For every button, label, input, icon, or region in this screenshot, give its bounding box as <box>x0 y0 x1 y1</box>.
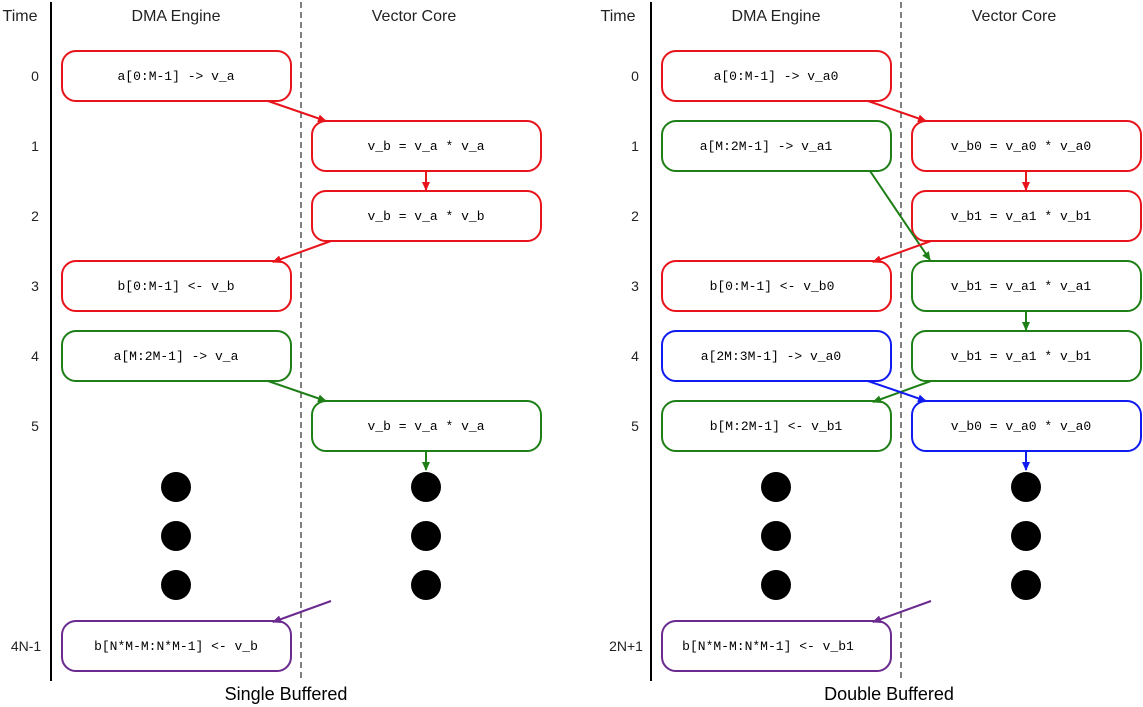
vector-core-header: Vector Core <box>972 8 1057 25</box>
svg-text:v_b1 = v_a1 * v_a1: v_b1 = v_a1 * v_a1 <box>951 279 1092 294</box>
panel-caption: Double Buffered <box>824 684 954 704</box>
svg-text:v_b = v_a * v_b: v_b = v_a * v_b <box>367 209 484 224</box>
time-header: Time <box>601 8 636 25</box>
time-label-3: 3 <box>631 278 639 294</box>
arrow-load-to-compute <box>267 100 327 123</box>
time-label-0: 0 <box>31 68 39 84</box>
arrow-compute-to-store <box>272 240 332 264</box>
svg-text:b[N*M-M:N*M-1] <- v_b: b[N*M-M:N*M-1] <- v_b <box>94 639 258 654</box>
svg-text:a[M:2M-1] -> v_a: a[M:2M-1] -> v_a <box>114 349 239 364</box>
op-box-compute-3: v_b1 = v_a1 * v_a1 <box>911 260 1142 312</box>
op-box-load-a1: a[M:2M-1] -> v_a <box>61 330 292 382</box>
op-box-compute-2: v_b1 = v_a1 * v_b1 <box>911 190 1142 242</box>
time-label-1: 1 <box>31 138 39 154</box>
op-box-load-a0: a[0:M-1] -> v_a <box>61 50 292 102</box>
single-buffered-panel: Time DMA Engine Vector Core 0 1 2 3 4 5 … <box>3 2 542 704</box>
op-box-store-last: b[N*M-M:N*M-1] <- v_b1 <box>661 620 892 672</box>
time-label-5: 5 <box>31 418 39 434</box>
arrow-load2-to-compute <box>267 380 327 403</box>
time-label-1: 1 <box>631 138 639 154</box>
dma-engine-header: DMA Engine <box>732 8 821 25</box>
svg-text:b[0:M-1] <- v_b0: b[0:M-1] <- v_b0 <box>710 279 835 294</box>
op-box-store-b0: b[0:M-1] <- v_b <box>61 260 292 312</box>
vector-core-header: Vector Core <box>372 8 457 25</box>
op-box-store-last: b[N*M-M:N*M-1] <- v_b <box>61 620 292 672</box>
time-label-0: 0 <box>631 68 639 84</box>
svg-text:v_b0 = v_a0 * v_a0: v_b0 = v_a0 * v_a0 <box>951 419 1091 434</box>
svg-text:b[M:2M-1] <- v_b1: b[M:2M-1] <- v_b1 <box>710 419 843 434</box>
svg-text:b[0:M-1] <- v_b: b[0:M-1] <- v_b <box>117 279 234 294</box>
time-label-4: 4 <box>631 348 639 364</box>
time-label-5: 5 <box>631 418 639 434</box>
time-label-2: 2 <box>631 208 639 224</box>
svg-text:b[N*M-M:N*M-1] <- v_b1: b[N*M-M:N*M-1] <- v_b1 <box>682 639 854 654</box>
ellipsis-dots <box>161 472 441 600</box>
time-label-last: 2N+1 <box>609 638 643 654</box>
svg-text:a[0:M-1] -> v_a: a[0:M-1] -> v_a <box>117 69 234 84</box>
time-label-4: 4 <box>31 348 39 364</box>
svg-text:a[0:M-1] -> v_a0: a[0:M-1] -> v_a0 <box>714 69 839 84</box>
op-box-compute-1: v_b = v_a * v_a <box>311 120 542 172</box>
op-box-compute-2: v_b = v_a * v_b <box>311 190 542 242</box>
op-box-compute-3: v_b = v_a * v_a <box>311 400 542 452</box>
op-box-store-b1: b[M:2M-1] <- v_b1 <box>661 400 892 452</box>
arrow-compute-to-store-b1 <box>872 380 932 404</box>
op-box-compute-1: v_b0 = v_a0 * v_a0 <box>911 120 1142 172</box>
op-box-load-a2: a[2M:3M-1] -> v_a0 <box>661 330 892 382</box>
time-header: Time <box>3 8 38 25</box>
double-buffered-panel: Time DMA Engine Vector Core 0 1 2 3 4 5 … <box>601 2 1142 704</box>
svg-text:v_b0 = v_a0 * v_a0: v_b0 = v_a0 * v_a0 <box>951 139 1091 154</box>
time-label-2: 2 <box>31 208 39 224</box>
time-label-3: 3 <box>31 278 39 294</box>
arrow-load-a2-to-compute <box>867 380 927 403</box>
svg-text:a[2M:3M-1] -> v_a0: a[2M:3M-1] -> v_a0 <box>701 349 841 364</box>
ellipsis-dots <box>761 472 1041 600</box>
arrow-load-to-compute <box>867 100 927 123</box>
svg-text:v_b1 = v_a1 * v_b1: v_b1 = v_a1 * v_b1 <box>951 349 1092 364</box>
op-box-compute-5: v_b0 = v_a0 * v_a0 <box>911 400 1142 452</box>
svg-text:v_b1 = v_a1 * v_b1: v_b1 = v_a1 * v_b1 <box>951 209 1092 224</box>
op-box-load-a0: a[0:M-1] -> v_a0 <box>661 50 892 102</box>
svg-text:v_b = v_a * v_a: v_b = v_a * v_a <box>367 419 484 434</box>
op-box-load-a1: a[M:2M-1] -> v_a1 <box>661 120 892 172</box>
svg-text:v_b = v_a * v_a: v_b = v_a * v_a <box>367 139 484 154</box>
arrow-final-store <box>272 600 332 624</box>
panel-caption: Single Buffered <box>225 684 348 704</box>
svg-text:a[M:2M-1] -> v_a1: a[M:2M-1] -> v_a1 <box>700 139 833 154</box>
arrow-compute-to-store-b0 <box>872 240 932 264</box>
op-box-store-b0: b[0:M-1] <- v_b0 <box>661 260 892 312</box>
time-label-last: 4N-1 <box>11 638 42 654</box>
op-box-compute-4: v_b1 = v_a1 * v_b1 <box>911 330 1142 382</box>
dma-engine-header: DMA Engine <box>132 8 221 25</box>
arrow-final-store <box>872 600 932 624</box>
